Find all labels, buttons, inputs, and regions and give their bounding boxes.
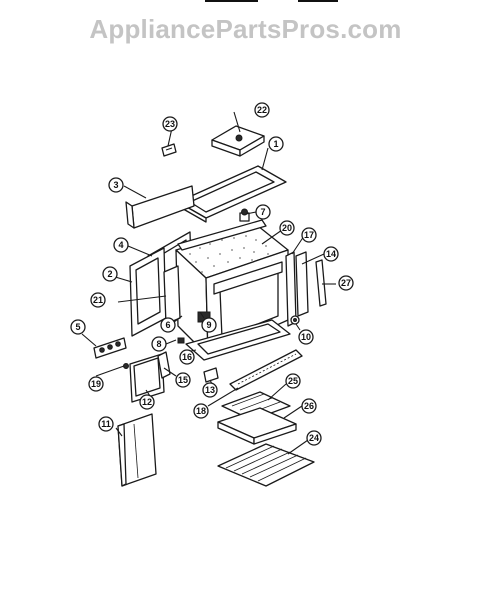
- part-13-block: [203, 367, 219, 383]
- callout-12: 12: [139, 394, 155, 410]
- part-27-rod: [315, 259, 327, 307]
- part-25-broiler-insert: [221, 391, 291, 421]
- callout-19: 19: [88, 376, 104, 392]
- part-24-oven-rack: [217, 443, 315, 487]
- part-19-clip: [123, 363, 129, 369]
- part-11-oven-door: [117, 413, 157, 487]
- callout-1: 1: [268, 136, 284, 152]
- callout-9: 9: [201, 317, 217, 333]
- callout-8: 8: [151, 336, 167, 352]
- callout-15: 15: [175, 372, 191, 388]
- part-18-vent-strip: [229, 349, 303, 391]
- watermark-text: AppliancePartsPros.com: [89, 14, 402, 44]
- callout-27: 27: [338, 275, 354, 291]
- svg-text:10: 10: [301, 332, 311, 342]
- callout-25: 25: [285, 373, 301, 389]
- part-22-top-cover: [211, 125, 265, 157]
- part-26-broiler-pan: [217, 407, 297, 445]
- callout-23: 23: [162, 116, 178, 132]
- svg-text:2: 2: [107, 269, 112, 279]
- svg-text:15: 15: [178, 375, 188, 385]
- callout-24: 24: [306, 430, 322, 446]
- part-12-kick-plate: [129, 353, 165, 403]
- svg-text:17: 17: [304, 230, 314, 240]
- svg-text:12: 12: [142, 397, 152, 407]
- part-17-trim: [285, 251, 297, 327]
- svg-text:26: 26: [304, 401, 314, 411]
- part-23-bracket: [161, 143, 177, 157]
- svg-text:5: 5: [75, 322, 80, 332]
- callout-16: 16: [179, 349, 195, 365]
- callout-11: 11: [98, 416, 114, 432]
- svg-text:14: 14: [326, 249, 336, 259]
- svg-text:21: 21: [93, 295, 103, 305]
- part-16-bottom-frame: [185, 319, 291, 361]
- callout-10: 10: [298, 329, 314, 345]
- callout-20: 20: [279, 220, 295, 236]
- part-2-side-panel: [129, 247, 167, 337]
- part-7-fastener: [239, 208, 250, 222]
- part-8-screw: [177, 337, 185, 344]
- part-21-inner-panel: [163, 265, 181, 325]
- callout-7: 7: [255, 204, 271, 220]
- callout-14: 14: [323, 246, 339, 262]
- callout-3: 3: [108, 177, 124, 193]
- svg-text:6: 6: [165, 320, 170, 330]
- callout-17: 17: [301, 227, 317, 243]
- svg-text:25: 25: [288, 376, 298, 386]
- svg-text:13: 13: [205, 385, 215, 395]
- svg-text:7: 7: [260, 207, 265, 217]
- svg-text:8: 8: [156, 339, 161, 349]
- svg-text:1: 1: [273, 139, 278, 149]
- callout-13: 13: [202, 382, 218, 398]
- svg-text:9: 9: [206, 320, 211, 330]
- part-14-trim-strip: [295, 251, 309, 317]
- svg-text:24: 24: [309, 433, 319, 443]
- part-3-rear-strip: [125, 185, 195, 229]
- svg-text:23: 23: [165, 119, 175, 129]
- insulation-texture: [189, 235, 269, 273]
- part-10-bolt: [290, 315, 300, 325]
- svg-text:22: 22: [257, 105, 267, 115]
- svg-text:27: 27: [341, 278, 351, 288]
- svg-text:18: 18: [196, 406, 206, 416]
- callout-21: 21: [90, 292, 106, 308]
- svg-text:20: 20: [282, 223, 292, 233]
- svg-text:3: 3: [113, 180, 118, 190]
- callout-2: 2: [102, 266, 118, 282]
- part-5-terminal-block: [93, 337, 127, 359]
- svg-text:4: 4: [118, 240, 123, 250]
- svg-text:11: 11: [101, 419, 111, 429]
- callout-5: 5: [70, 319, 86, 335]
- callout-18: 18: [193, 403, 209, 419]
- svg-text:16: 16: [182, 352, 192, 362]
- callout-26: 26: [301, 398, 317, 414]
- callout-6: 6: [160, 317, 176, 333]
- part-20-front-lip: [177, 219, 267, 251]
- callout-4: 4: [113, 237, 129, 253]
- svg-text:19: 19: [91, 379, 101, 389]
- callout-22: 22: [254, 102, 270, 118]
- part-15-bracket: [157, 351, 171, 379]
- oven-body: [175, 225, 289, 357]
